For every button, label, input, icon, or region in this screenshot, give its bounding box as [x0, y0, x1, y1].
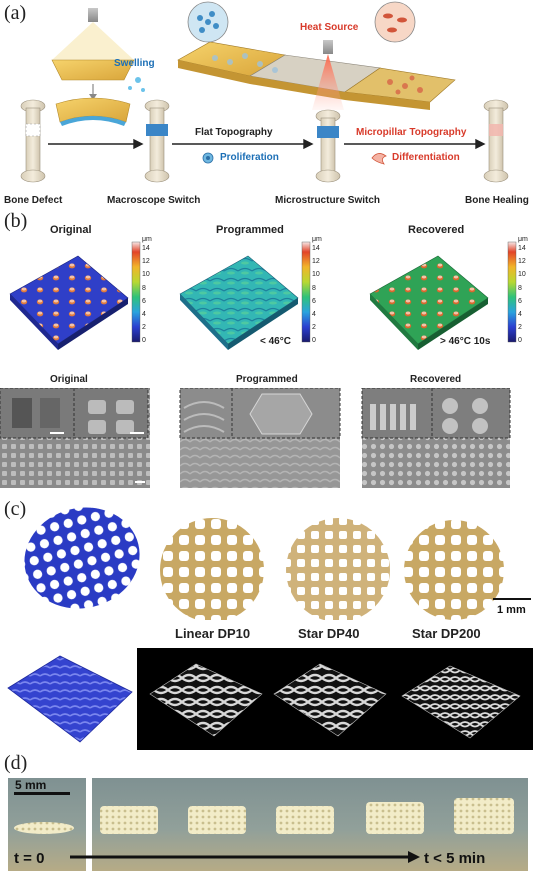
- panel-d-letter: (d): [4, 752, 28, 774]
- cells-zoom-right: [374, 1, 416, 43]
- colorbar-unit: μm: [518, 236, 528, 243]
- colorbar-programmed: [301, 241, 311, 343]
- afm-title-recovered: Recovered: [408, 224, 465, 236]
- time-start-label: t = 0: [14, 850, 45, 867]
- colorbar-tick: 6: [142, 298, 146, 305]
- colorbar-tick: 14: [518, 245, 526, 252]
- colorbar-tick: 4: [312, 311, 316, 318]
- colorbar-original: [131, 241, 141, 343]
- printed-scaffold-star-dp200: [404, 520, 504, 620]
- scaffold-strip-illustration: [177, 41, 456, 110]
- colorbar-tick: 8: [312, 285, 316, 292]
- sample-collapsed: [14, 822, 74, 834]
- panel-a-letter: (a): [4, 2, 27, 24]
- scaffold-renderings: [24, 507, 531, 620]
- sem-title-recovered: Recovered: [410, 374, 462, 385]
- sample-recovering-3: [276, 806, 334, 834]
- cad-lattice-top-view: [24, 507, 140, 609]
- flat-topography-label: Flat Topography: [195, 127, 273, 138]
- colorbar-tick: 4: [142, 311, 146, 318]
- bone-defect-label: Bone Defect: [4, 195, 63, 206]
- swelling-illustration: [51, 8, 145, 126]
- sample-recovering-1: [100, 806, 158, 834]
- macroscope-switch-bone-illustration: [144, 99, 170, 183]
- microstructure-switch-bone-illustration: [315, 109, 341, 183]
- micro-ct-linear-dp10: [149, 663, 263, 737]
- sample-recovering-2: [188, 806, 246, 834]
- label-star-dp40: Star DP40: [298, 626, 360, 641]
- colorbar-unit: μm: [142, 236, 152, 243]
- colorbar-tick: 2: [312, 324, 316, 331]
- microstructure-switch-label: Microstructure Switch: [275, 195, 381, 206]
- colorbar-tick: 12: [142, 258, 150, 265]
- printed-scaffold-linear-dp10: [160, 518, 264, 620]
- micropillar-topography-label: Micropillar Topography: [356, 127, 467, 138]
- panel-c-letter: (c): [4, 498, 27, 520]
- colorbar-tick: 6: [312, 298, 316, 305]
- sample-recovering-4: [366, 802, 424, 834]
- scale-bar-1mm: [493, 598, 531, 600]
- colorbar-tick: 6: [518, 298, 522, 305]
- colorbar-tick: 10: [312, 271, 320, 278]
- sem-title-programmed: Programmed: [236, 374, 298, 385]
- scale-bar-5mm-label: 5 mm: [15, 778, 47, 792]
- cad-lattice-3d-view: [7, 655, 133, 743]
- afm-map-recovered: [369, 255, 489, 345]
- micro-ct-star-dp40: [273, 663, 387, 737]
- sem-scale-bar: [135, 481, 145, 483]
- sem-images: [0, 388, 511, 488]
- sample-recovered: [454, 798, 514, 834]
- printed-scaffold-star-dp40: [286, 518, 390, 620]
- bone-defect-illustration: [20, 99, 46, 183]
- colorbar-tick: 0: [312, 337, 316, 344]
- time-end-label: t < 5 min: [424, 850, 486, 867]
- differentiation-label: Differentiation: [392, 152, 460, 163]
- heat-lamp-illustration: [312, 40, 344, 110]
- panel-a-illustration: [20, 1, 509, 183]
- afm-title-programmed: Programmed: [216, 224, 284, 236]
- differentiation-cell-icon: [371, 153, 387, 165]
- sem-title-original: Original: [50, 374, 88, 385]
- cells-zoom-left: [187, 1, 229, 43]
- heat-source-label: Heat Source: [300, 22, 359, 33]
- colorbar-tick: 8: [142, 285, 146, 292]
- condition-programmed: < 46°C: [260, 336, 291, 347]
- colorbar-recovered: [507, 241, 517, 343]
- micro-ct-renderings: [7, 648, 533, 750]
- label-star-dp200: Star DP200: [412, 626, 481, 641]
- micro-ct-star-dp200: [401, 665, 521, 739]
- colorbar-tick: 12: [518, 258, 526, 265]
- condition-recovered: > 46°C 10s: [440, 336, 491, 347]
- shape-recovery-photo-strip: [8, 778, 528, 871]
- afm-3d-maps: [9, 241, 517, 350]
- label-linear-dp10: Linear DP10: [175, 626, 251, 641]
- sem-scale-bar: [50, 432, 64, 434]
- colorbar-tick: 4: [518, 311, 522, 318]
- colorbar-tick: 0: [142, 337, 146, 344]
- macroscope-switch-label: Macroscope Switch: [107, 195, 201, 206]
- proliferation-label: Proliferation: [220, 152, 279, 163]
- colorbar-tick: 2: [518, 324, 522, 331]
- swelling-label: Swelling: [114, 58, 155, 69]
- colorbar-tick: 12: [312, 258, 320, 265]
- colorbar-tick: 10: [142, 271, 150, 278]
- afm-map-original: [9, 255, 129, 345]
- colorbar-tick: 0: [518, 337, 522, 344]
- colorbar-tick: 8: [518, 285, 522, 292]
- panel-b-letter: (b): [4, 210, 28, 232]
- colorbar-tick: 14: [312, 245, 320, 252]
- colorbar-tick: 2: [142, 324, 146, 331]
- scale-bar-1mm-label: 1 mm: [497, 604, 526, 616]
- afm-map-programmed: [179, 255, 299, 345]
- colorbar-tick: 10: [518, 271, 526, 278]
- process-arrows: [48, 138, 486, 150]
- bone-healing-label: Bone Healing: [465, 195, 529, 206]
- afm-title-original: Original: [50, 224, 92, 236]
- colorbar-unit: μm: [312, 236, 322, 243]
- bone-healing-illustration: [483, 99, 509, 183]
- colorbar-tick: 14: [142, 245, 150, 252]
- sem-scale-bar: [130, 432, 144, 434]
